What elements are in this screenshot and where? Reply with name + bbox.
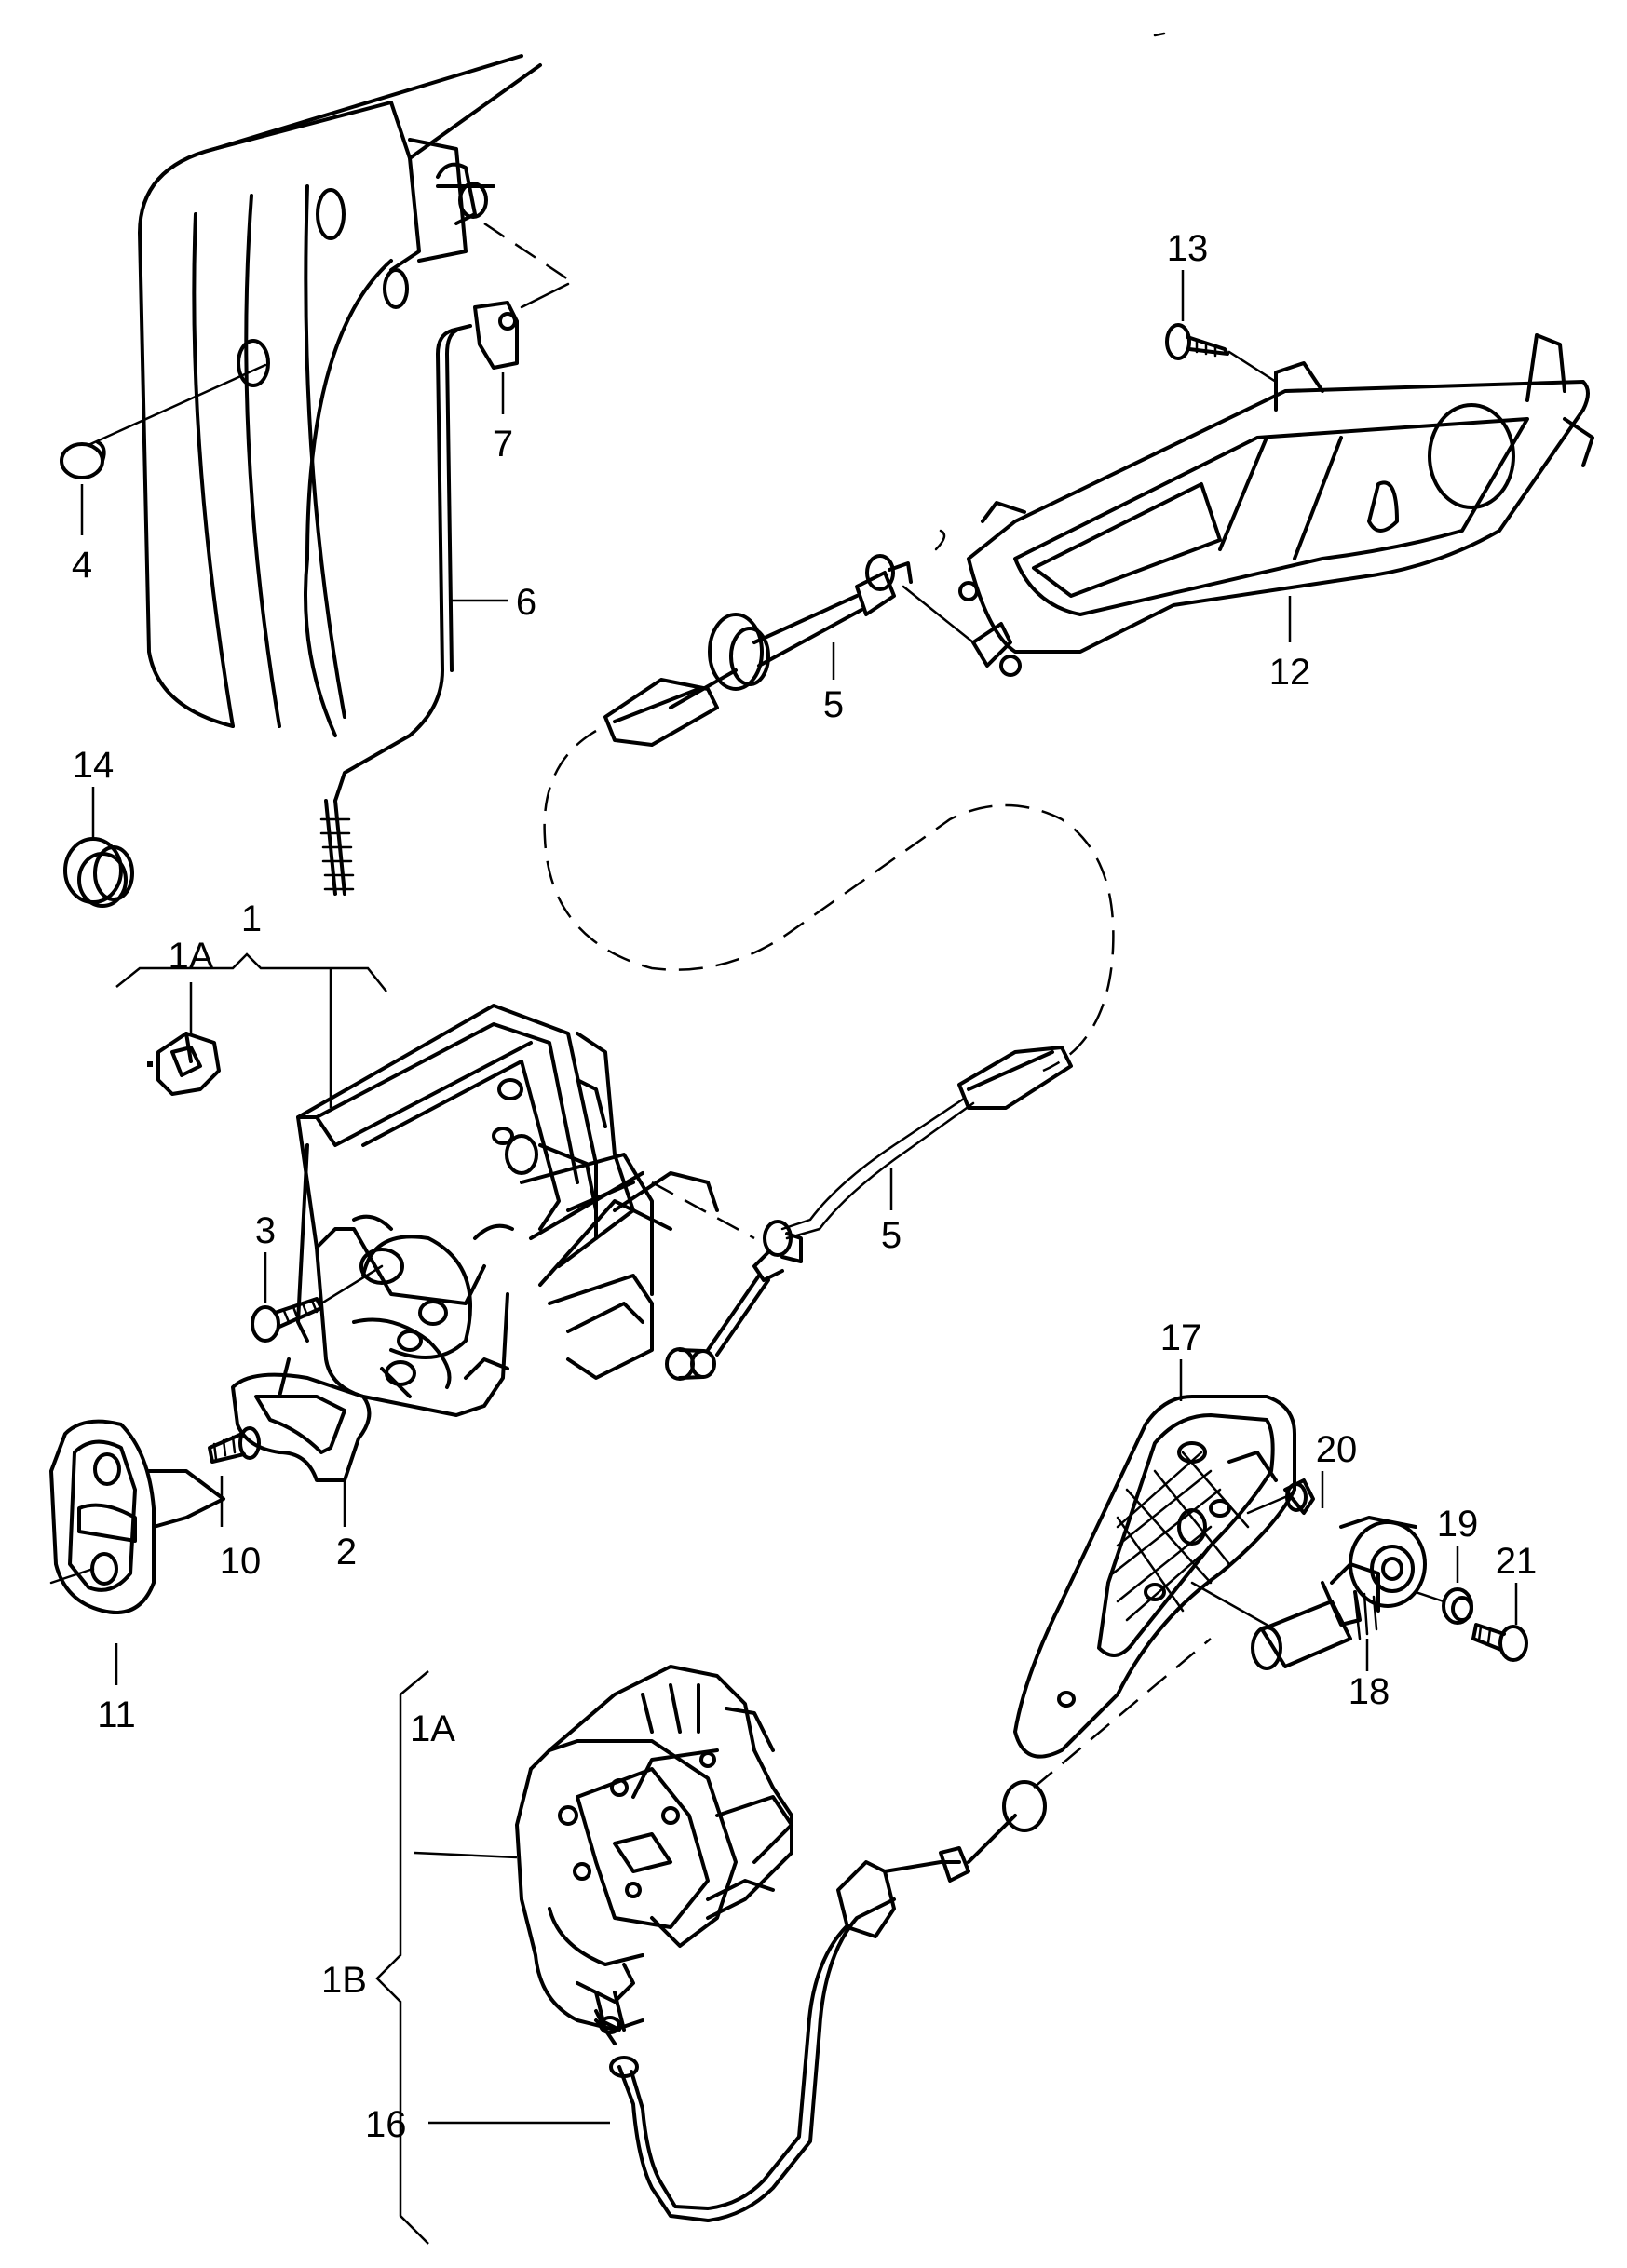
callout-4: 4 [72,545,92,586]
part-2-seal [231,1372,372,1527]
part-1A-1B-callout-brace [375,1670,429,2245]
part-10-screw [208,1426,261,1527]
callout-11: 11 [97,1694,136,1735]
print-mark [1153,32,1166,37]
part-19-nut [1414,1546,1473,1625]
callout-5-lower: 5 [881,1215,902,1256]
callout-5-upper: 5 [823,684,844,725]
callout-2: 2 [336,1532,357,1573]
callout-21: 21 [1496,1541,1538,1582]
callout-13: 13 [1167,228,1209,269]
part-1A-clip [147,982,221,1096]
part-11-striker-plate [49,1419,225,1685]
callout-6: 6 [516,582,536,623]
callout-labels: 1 1A 1A 1B 2 3 4 5 5 6 7 10 11 12 13 14 … [72,228,1537,2145]
part-5-lower-cable-end [651,1046,1073,1381]
callout-10: 10 [220,1541,262,1582]
callout-16: 16 [365,2104,407,2145]
callout-1A-group: 1A [410,1708,455,1749]
callout-14: 14 [73,745,115,786]
callout-1A-top: 1A [169,936,214,977]
part-1B-lock-with-cable [414,1638,1212,2222]
callout-18: 18 [1349,1671,1390,1712]
part-20-bushing [1246,1471,1324,1515]
callout-7: 7 [493,424,513,465]
part-17-cover-plate [1013,1359,1296,1759]
part-21-screw [1471,1583,1528,1662]
part-13-screw [1165,270,1278,384]
part-5-cable-routing [543,729,1115,1073]
callout-1B: 1B [321,1960,367,2001]
part-5-upper-cable-end [603,529,1012,747]
part-4-plug [60,363,267,535]
part-14-grommet [63,787,134,908]
callout-20: 20 [1316,1429,1358,1470]
part-1-callout-bracket [115,952,387,1108]
callout-19: 19 [1437,1504,1479,1545]
callout-17: 17 [1160,1317,1202,1358]
part-12-inner-door-handle [958,333,1594,677]
part-1-door-lock-assembly [278,1004,719,1417]
door-inner-panel [138,54,542,737]
part-6-lock-rod [319,324,508,896]
part-7-rod-clip [473,222,570,414]
callout-12: 12 [1269,652,1311,693]
part-3-screw [251,1252,384,1343]
callout-3: 3 [255,1210,276,1251]
part-18-motor [1190,1516,1427,1671]
callout-1: 1 [241,898,262,939]
